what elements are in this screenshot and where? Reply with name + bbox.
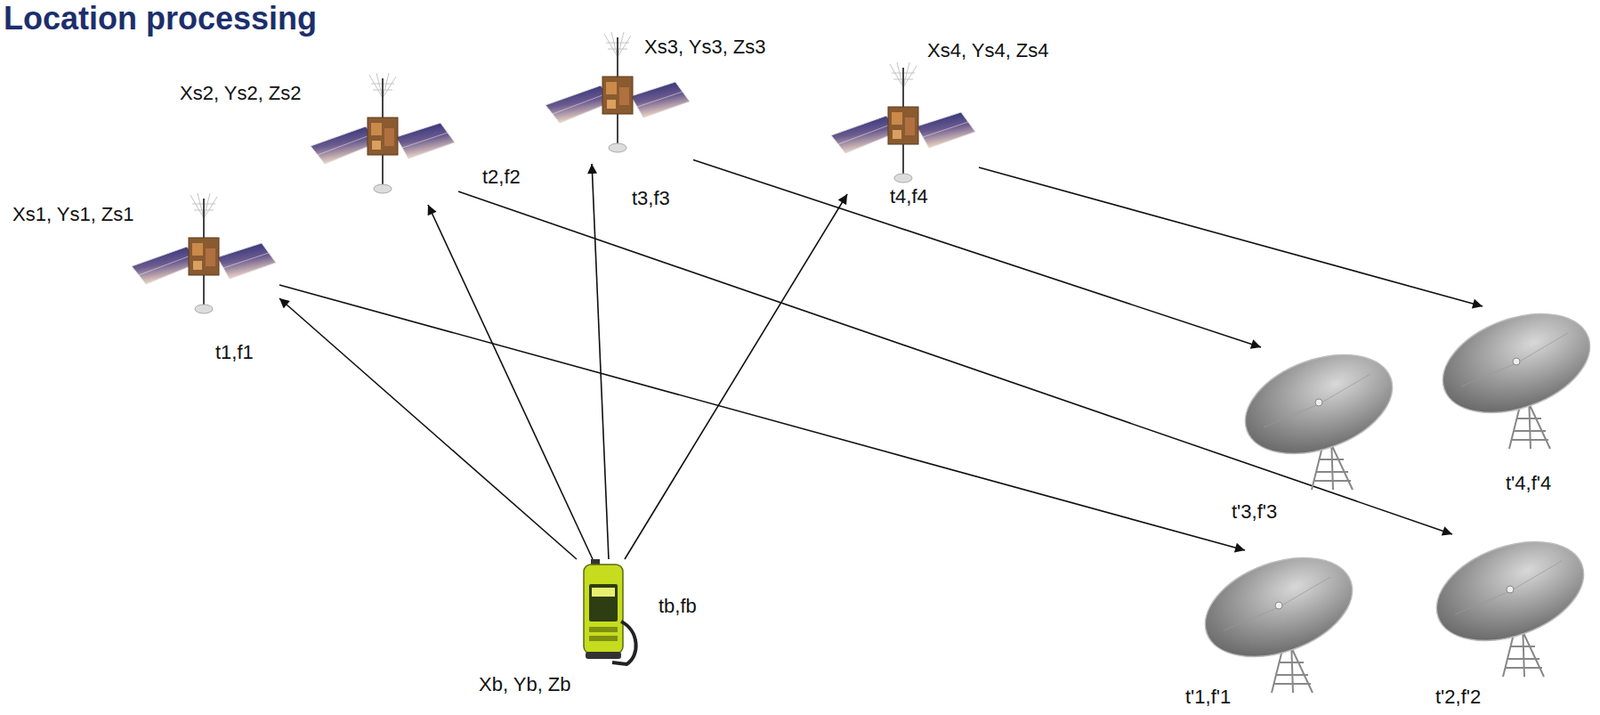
node-label: Xb, Yb, Zb bbox=[476, 672, 574, 695]
satellite-icon bbox=[827, 60, 979, 194]
node-label: t4,f4 bbox=[888, 185, 930, 208]
signal-arrow bbox=[458, 191, 1453, 534]
ground-station-node: t'2,f'2 bbox=[1428, 533, 1589, 681]
satellite-icon bbox=[128, 191, 280, 325]
satellite-node: Xs2, Ys2, Zs2t2,f2 bbox=[307, 71, 459, 205]
diagram-title: Location processing bbox=[3, 0, 317, 38]
satellite-icon bbox=[307, 71, 459, 205]
signal-arrow bbox=[428, 204, 593, 559]
ground-antenna-icon bbox=[1236, 347, 1398, 494]
ground-antenna-icon bbox=[1428, 533, 1589, 681]
signal-arrow bbox=[591, 163, 609, 559]
satellite-node: Xs1, Ys1, Zs1t1,f1 bbox=[128, 191, 280, 325]
node-label: t3,f3 bbox=[630, 186, 672, 210]
ground-station-node: t'4,f'4 bbox=[1434, 306, 1595, 453]
ground-antenna-icon bbox=[1196, 549, 1358, 697]
node-label: Xs4, Ys4, Zs4 bbox=[925, 39, 1051, 62]
node-label: t'4,f'4 bbox=[1503, 471, 1553, 494]
ground-antenna-icon bbox=[1434, 306, 1595, 453]
beacon-node: tb,fbXb, Yb, Zb bbox=[576, 558, 641, 668]
node-label: tb,fb bbox=[656, 594, 699, 617]
signal-arrow bbox=[978, 167, 1483, 307]
node-label: t2,f2 bbox=[480, 165, 523, 188]
signal-arrow bbox=[624, 193, 848, 559]
node-label: t'2,f'2 bbox=[1433, 685, 1483, 708]
node-label: t1,f1 bbox=[213, 340, 256, 364]
signal-arrow bbox=[693, 160, 1261, 348]
node-label: Xs1, Ys1, Zs1 bbox=[10, 202, 137, 226]
ground-station-node: t'3,f'3 bbox=[1236, 347, 1398, 494]
signal-arrow bbox=[279, 284, 1245, 550]
node-label: t'1,f'1 bbox=[1183, 685, 1233, 708]
satellite-node: Xs4, Ys4, Zs4t4,f4 bbox=[827, 60, 979, 194]
satellite-node: Xs3, Ys3, Zs3t3,f3 bbox=[541, 30, 694, 164]
node-label: Xs3, Ys3, Zs3 bbox=[642, 35, 768, 58]
node-label: Xs2, Ys2, Zs2 bbox=[177, 81, 304, 105]
beacon-icon bbox=[576, 558, 641, 668]
node-label: t'3,f'3 bbox=[1229, 500, 1279, 523]
ground-station-node: t'1,f'1 bbox=[1196, 549, 1358, 697]
